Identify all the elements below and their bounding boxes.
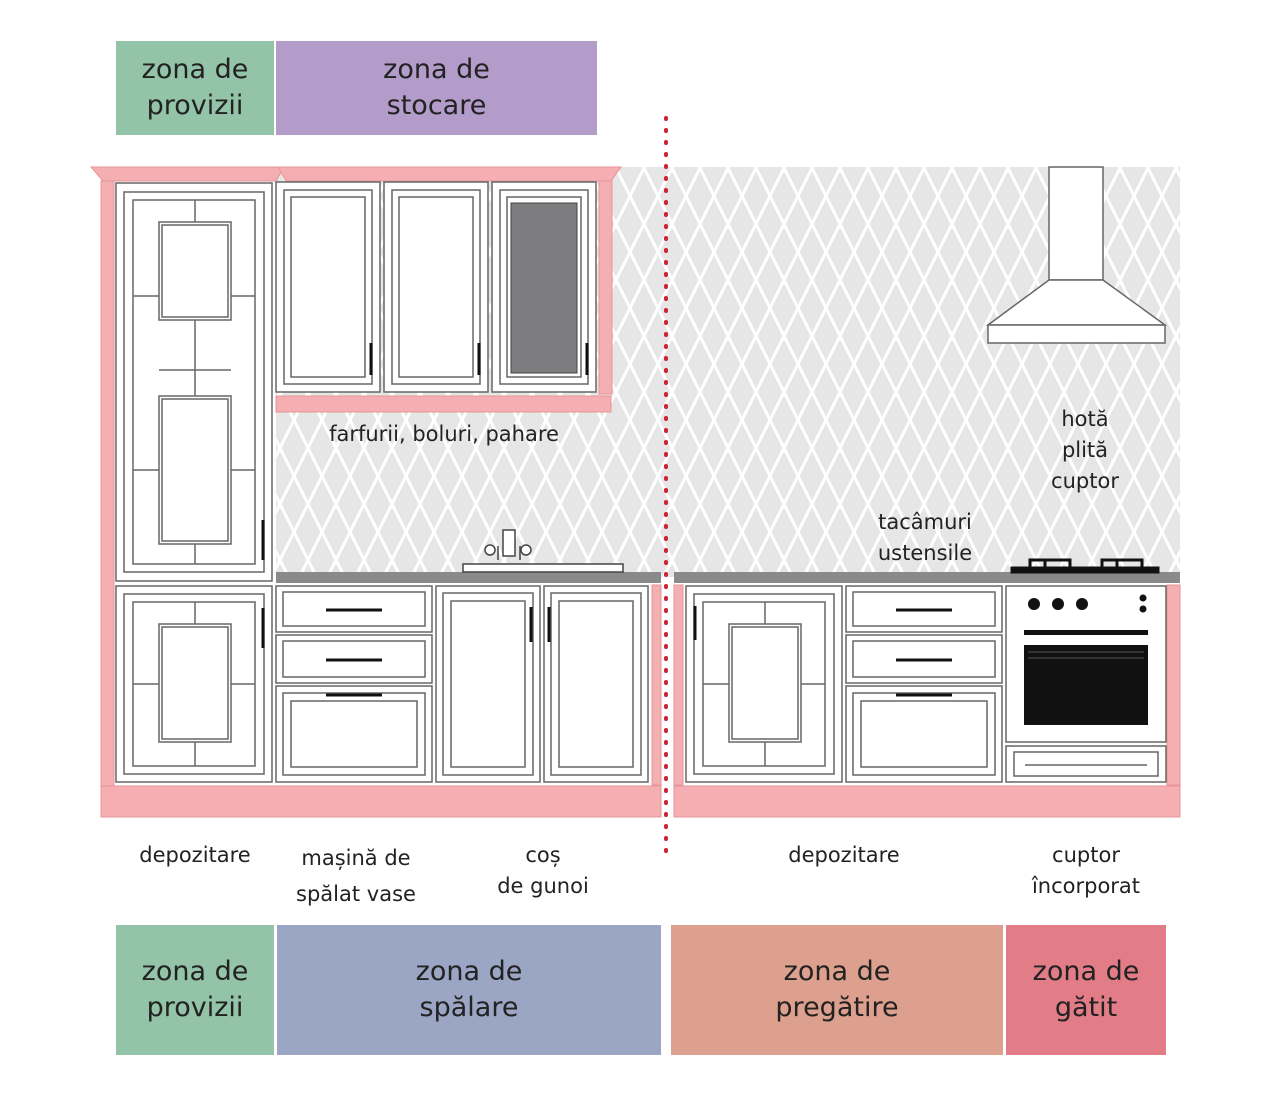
- glass-door: [510, 202, 578, 374]
- drawer-stack-prep: [845, 585, 1003, 783]
- zone-box-provisions-top: zona de provizii: [116, 41, 274, 135]
- zone-label: zona de gătit: [1032, 956, 1140, 1023]
- range-hood: [985, 166, 1168, 344]
- zone-box-provisions-bottom: zona de provizii: [116, 925, 274, 1055]
- label-storage-right: depozitare: [788, 843, 900, 867]
- label-dishwasher: mașină de spălat vase: [296, 846, 416, 906]
- zone-label: zona de provizii: [141, 956, 249, 1023]
- label-upper-cabinets: farfurii, boluri, pahare: [329, 422, 559, 446]
- oven-window: [1024, 645, 1148, 725]
- zone-label: zona de provizii: [141, 54, 249, 121]
- storage-cabinet-right: [685, 585, 843, 783]
- zone-label: zona de pregătire: [775, 956, 899, 1023]
- label-storage-left: depozitare: [139, 843, 251, 867]
- countertop-right: [674, 572, 1180, 583]
- tall-cabinet-upper: [115, 182, 273, 582]
- drawer-stack-dishwasher: [275, 585, 433, 783]
- trash-cabinet: [435, 585, 649, 783]
- zone-box-washing: zona de spălare: [277, 925, 661, 1055]
- countertop-left: [276, 572, 661, 583]
- oven-knobs: [1028, 594, 1147, 613]
- label-cutlery: tacâmuri ustensile: [877, 510, 973, 565]
- oven-handle: [1024, 630, 1148, 635]
- stove-burners: [1010, 558, 1160, 574]
- zone-box-prep: zona de pregătire: [671, 925, 1003, 1055]
- zone-label: zona de stocare: [383, 54, 490, 121]
- label-oven: cuptor încorporat: [1031, 843, 1141, 898]
- label-hood: hotă plită cuptor: [1051, 407, 1119, 493]
- upper-cabinets: [275, 181, 597, 393]
- label-trash: coș de gunoi: [497, 843, 589, 898]
- tall-cabinet-lower: [115, 585, 273, 783]
- sink: [462, 529, 624, 573]
- zone-box-storage-top: zona de stocare: [276, 41, 597, 135]
- zone-label: zona de spălare: [415, 956, 523, 1023]
- pink-frame: [89, 166, 1181, 818]
- zone-box-cooking: zona de gătit: [1006, 925, 1166, 1055]
